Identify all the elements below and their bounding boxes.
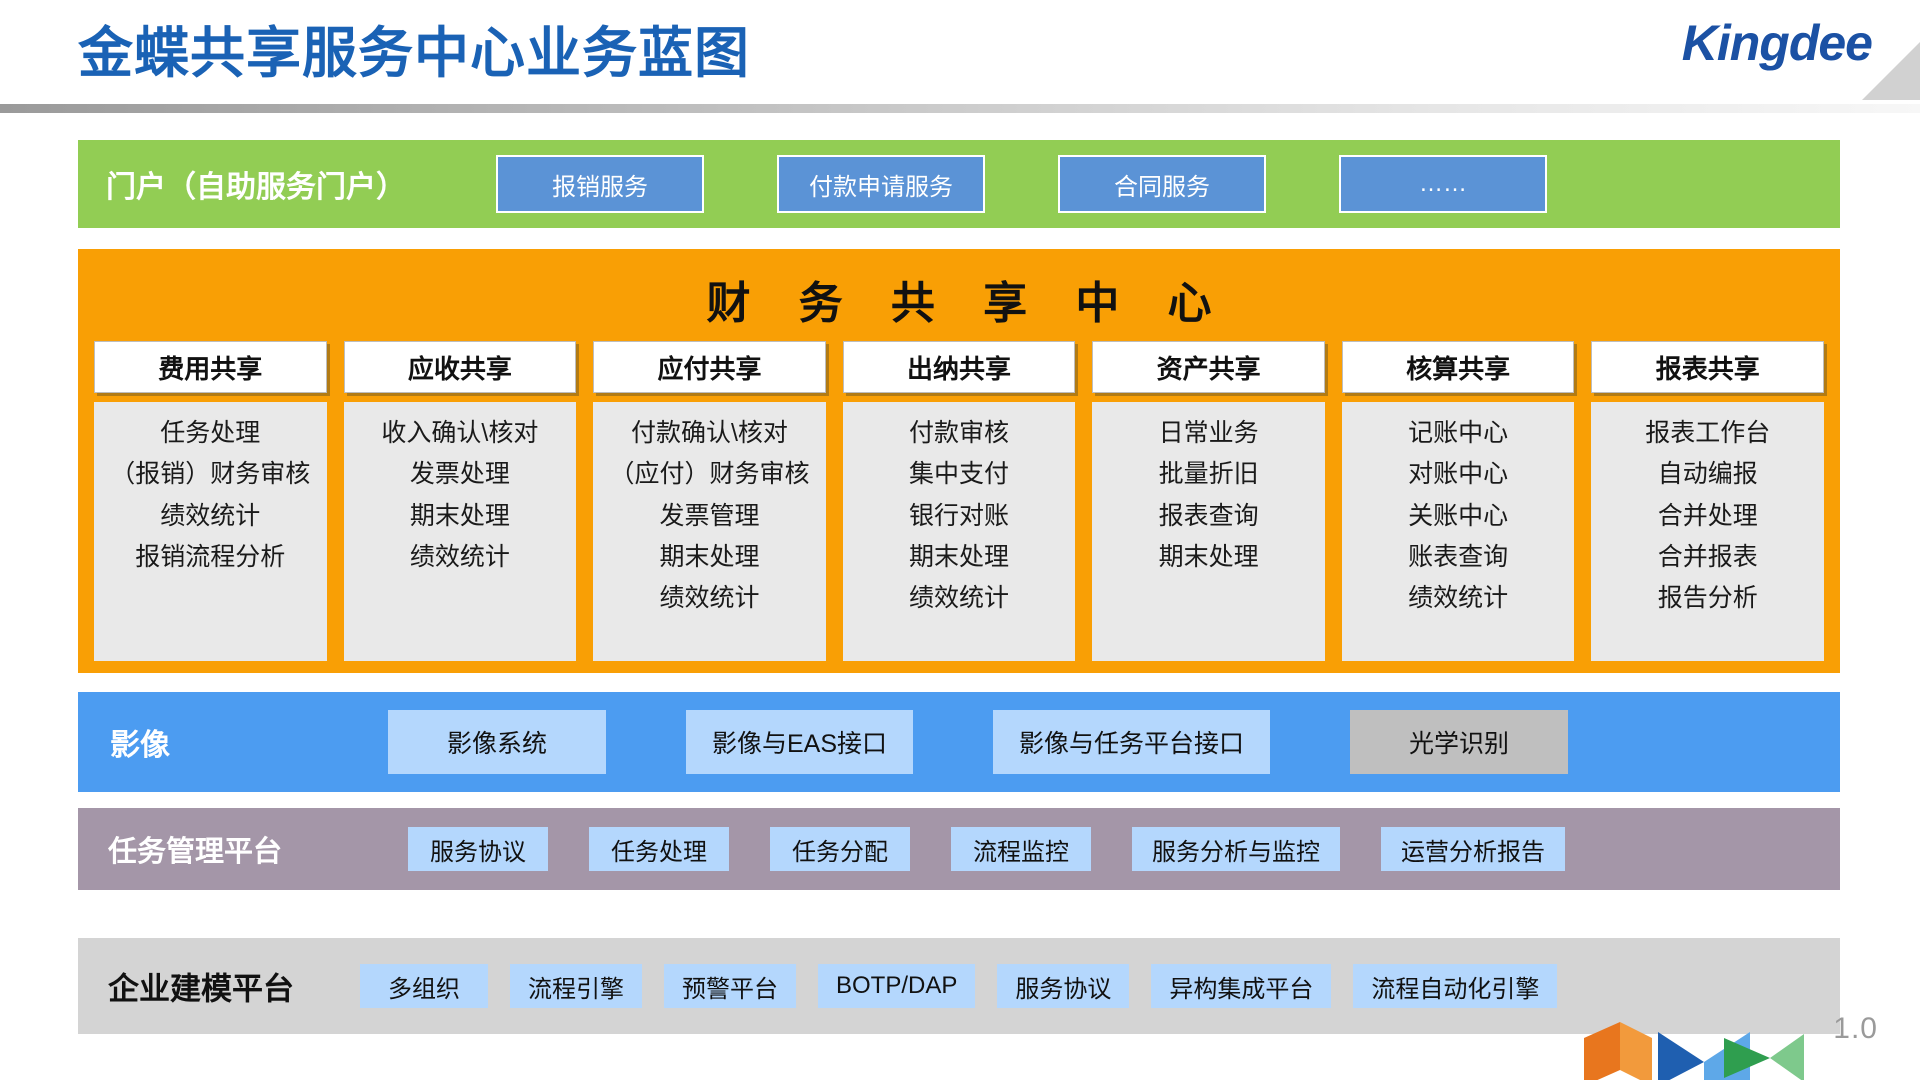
task-platform-button[interactable]: 运营分析报告 [1381,827,1565,871]
fsc-column-header[interactable]: 出纳共享 [842,341,1076,393]
fsc-item: 发票处理 [409,460,510,489]
fsc-item: 集中支付 [909,460,1010,489]
page-title: 金蝶共享服务中心业务蓝图 [78,22,751,84]
modeling-platform-button[interactable]: 流程引擎 [510,964,642,1008]
portal-band: 门户（自助服务门户） 报销服务 付款申请服务 合同服务 …… [78,140,1840,228]
fsc-item: 银行对账 [909,501,1010,530]
fsc-column-header[interactable]: 应付共享 [593,341,826,393]
fsc-item: 任务处理 [160,419,261,447]
task-platform-band: 任务管理平台 服务协议 任务处理 任务分配 流程监控 服务分析与监控 运营分析报… [78,808,1840,890]
decorative-logo-mark [1574,1008,1824,1080]
modeling-platform-band: 企业建模平台 多组织 流程引擎 预警平台 BOTP/DAP 服务协议 异构集成平… [78,938,1840,1034]
fsc-item: 绩效统计 [409,542,510,571]
fsc-column-asset: 资产共享 日常业务 批量折旧 报表查询 期末处理 [1092,341,1325,661]
portal-button[interactable]: 合同服务 [1058,155,1266,213]
slide-header: 金蝶共享服务中心业务蓝图 Kingdee [0,0,1920,113]
fsc-column-payable: 应付共享 付款确认\核对 （应付）财务审核 发票管理 期末处理 绩效统计 [593,341,826,661]
fsc-item: 报表工作台 [1645,419,1771,447]
modeling-platform-button-group: 多组织 流程引擎 预警平台 BOTP/DAP 服务协议 异构集成平台 流程自动化… [360,964,1558,1008]
fsc-item: 绩效统计 [160,501,261,530]
imaging-button-ocr[interactable]: 光学识别 [1350,710,1569,774]
fsc-item: 绩效统计 [659,584,760,612]
fsc-column-expense: 费用共享 任务处理 （报销）财务审核 绩效统计 报销流程分析 [94,341,327,661]
modeling-platform-label: 企业建模平台 [108,971,294,1007]
page-curl-decoration [1850,36,1920,106]
fsc-column-header[interactable]: 费用共享 [94,341,327,393]
fsc-column-header[interactable]: 资产共享 [1092,341,1325,393]
fsc-item: 对账中心 [1408,460,1509,489]
fsc-column-body: 付款审核 集中支付 银行对账 期末处理 绩效统计 [842,402,1076,661]
imaging-button[interactable]: 影像系统 [388,710,606,774]
fsc-item: 日常业务 [1158,419,1259,447]
modeling-platform-button[interactable]: 多组织 [360,964,488,1008]
fsc-column-body: 报表工作台 自动编报 合并处理 合并报表 报告分析 [1591,402,1825,661]
fsc-column-body: 日常业务 批量折旧 报表查询 期末处理 [1092,402,1325,661]
fsc-column-body: 收入确认\核对 发票处理 期末处理 绩效统计 [343,402,577,661]
fsc-item: 绩效统计 [909,584,1010,612]
task-platform-button[interactable]: 任务处理 [589,827,729,871]
task-platform-button[interactable]: 流程监控 [951,827,1091,871]
fsc-item: 期末处理 [659,542,760,571]
modeling-platform-button[interactable]: 异构集成平台 [1151,964,1332,1008]
fsc-column-body: 记账中心 对账中心 关账中心 账表查询 绩效统计 [1341,402,1575,661]
fsc-column-header[interactable]: 核算共享 [1341,341,1575,393]
fsc-item: （报销）财务审核 [110,460,311,489]
modeling-platform-button[interactable]: BOTP/DAP [818,964,976,1008]
fsc-item: 账表查询 [1408,542,1509,571]
fsc-column-body: 任务处理 （报销）财务审核 绩效统计 报销流程分析 [94,402,327,661]
imaging-button[interactable]: 影像与任务平台接口 [993,710,1271,774]
modeling-platform-button[interactable]: 流程自动化引擎 [1353,964,1558,1008]
fsc-column-receivable: 应收共享 收入确认\核对 发票处理 期末处理 绩效统计 [343,341,577,661]
portal-button[interactable]: …… [1339,155,1547,213]
fsc-item: 关账中心 [1408,501,1509,530]
imaging-button-group: 影像系统 影像与EAS接口 影像与任务平台接口 光学识别 [388,710,1569,774]
fsc-item: 报销流程分析 [135,542,286,571]
fsc-item: 报表查询 [1158,501,1259,530]
fsc-item: 付款审核 [909,419,1010,447]
fsc-item: 自动编报 [1657,460,1758,489]
task-platform-button[interactable]: 服务分析与监控 [1132,827,1340,871]
fsc-column-header[interactable]: 报表共享 [1591,341,1825,393]
imaging-label: 影像 [110,729,170,762]
fsc-column-accounting: 核算共享 记账中心 对账中心 关账中心 账表查询 绩效统计 [1341,341,1575,661]
fsc-item: 发票管理 [659,501,760,530]
imaging-button[interactable]: 影像与EAS接口 [686,710,914,774]
modeling-platform-button[interactable]: 服务协议 [997,964,1130,1008]
fsc-column-report: 报表共享 报表工作台 自动编报 合并处理 合并报表 报告分析 [1591,341,1825,661]
fsc-item: 收入确认\核对 [381,419,539,447]
header-divider [0,104,1920,113]
fsc-item: 合并报表 [1657,542,1758,571]
task-platform-button[interactable]: 任务分配 [770,827,910,871]
fsc-title: 财 务 共 享 中 心 [706,279,1230,328]
version-label: 1.0 [1833,1012,1878,1045]
task-platform-label: 任务管理平台 [108,836,283,868]
fsc-column-header[interactable]: 应收共享 [343,341,577,393]
fsc-item: 付款确认\核对 [630,419,788,447]
fsc-item: 期末处理 [1158,542,1259,571]
portal-label: 门户（自助服务门户） [106,171,406,204]
fsc-item: 批量折旧 [1158,460,1259,489]
fsc-item: 报告分析 [1657,584,1758,612]
fsc-item: 合并处理 [1657,501,1758,530]
fsc-column-body: 付款确认\核对 （应付）财务审核 发票管理 期末处理 绩效统计 [593,402,826,661]
fsc-item: 期末处理 [409,501,510,530]
task-platform-button[interactable]: 服务协议 [408,827,548,871]
fsc-column-group: 费用共享 任务处理 （报销）财务审核 绩效统计 报销流程分析 应收共享 收入确认… [94,341,1825,661]
modeling-platform-button[interactable]: 预警平台 [664,964,796,1008]
fsc-item: 记账中心 [1408,419,1509,447]
portal-button[interactable]: 报销服务 [496,155,704,213]
kingdee-logo: Kingdee [1681,15,1873,71]
fsc-item: 绩效统计 [1408,584,1509,612]
fsc-item: 期末处理 [909,542,1010,571]
task-platform-button-group: 服务协议 任务处理 任务分配 流程监控 服务分析与监控 运营分析报告 [408,827,1565,871]
fsc-column-cashier: 出纳共享 付款审核 集中支付 银行对账 期末处理 绩效统计 [842,341,1076,661]
portal-button-group: 报销服务 付款申请服务 合同服务 …… [496,155,1547,213]
portal-button[interactable]: 付款申请服务 [777,155,985,213]
fsc-item: （应付）财务审核 [609,460,810,489]
financial-shared-center-band: 财 务 共 享 中 心 费用共享 任务处理 （报销）财务审核 绩效统计 报销流程… [78,249,1840,673]
imaging-band: 影像 影像系统 影像与EAS接口 影像与任务平台接口 光学识别 [78,692,1840,792]
